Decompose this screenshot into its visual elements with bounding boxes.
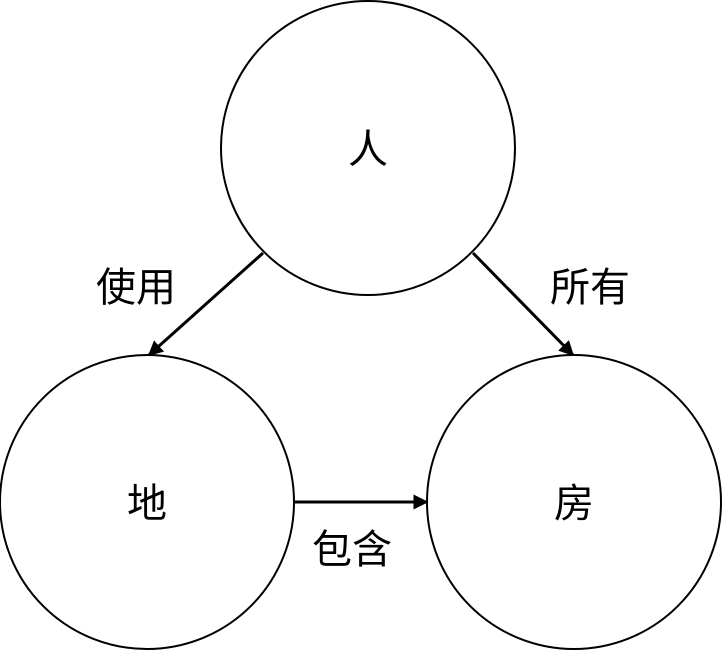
node-house-label: 房 <box>554 481 594 527</box>
edge-person-to-land-label: 使用 <box>96 265 176 311</box>
edge-land-to-house: 包含 <box>294 494 429 573</box>
edge-person-to-house-arrow <box>471 251 575 357</box>
edge-person-to-land: 使用 <box>96 251 265 357</box>
node-house: 房 <box>426 354 722 650</box>
edge-land-to-house-label: 包含 <box>312 527 392 573</box>
node-person-circle <box>220 0 516 296</box>
node-person-label: 人 <box>348 127 388 173</box>
node-person: 人 <box>220 0 516 296</box>
node-land: 地 <box>0 354 295 650</box>
node-land-label: 地 <box>127 481 167 527</box>
edge-person-to-land-arrow <box>147 251 265 357</box>
edge-person-to-house: 所有 <box>471 251 630 357</box>
edge-person-to-house-label: 所有 <box>550 265 630 311</box>
